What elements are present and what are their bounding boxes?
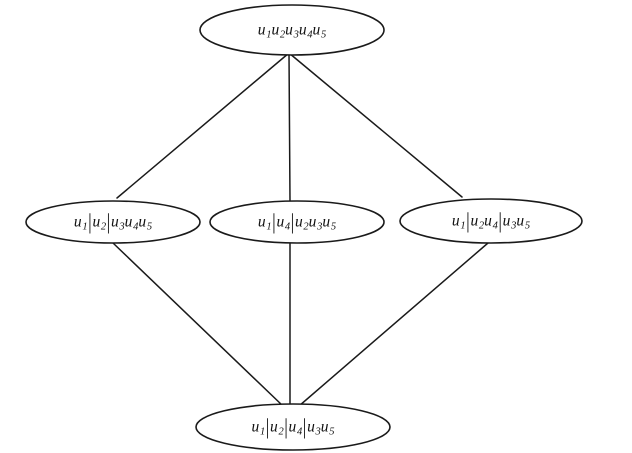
graph-edge-mid-right-to-bottom (298, 242, 489, 407)
graph-edge-mid-left-to-bottom (112, 242, 284, 407)
node-ellipse-mid-right[interactable] (399, 198, 583, 244)
graph-edge-top-to-mid-left (116, 52, 290, 199)
node-ellipse-mid-center[interactable] (209, 200, 385, 244)
node-ellipse-top[interactable] (199, 4, 385, 56)
graph-edge-top-to-mid-right (288, 52, 463, 198)
graph-edge-top-to-mid-center (288, 52, 291, 202)
node-ellipse-bottom[interactable] (195, 403, 391, 451)
node-layer (25, 4, 583, 451)
edge-layer (112, 52, 489, 407)
node-ellipse-mid-left[interactable] (25, 200, 201, 244)
